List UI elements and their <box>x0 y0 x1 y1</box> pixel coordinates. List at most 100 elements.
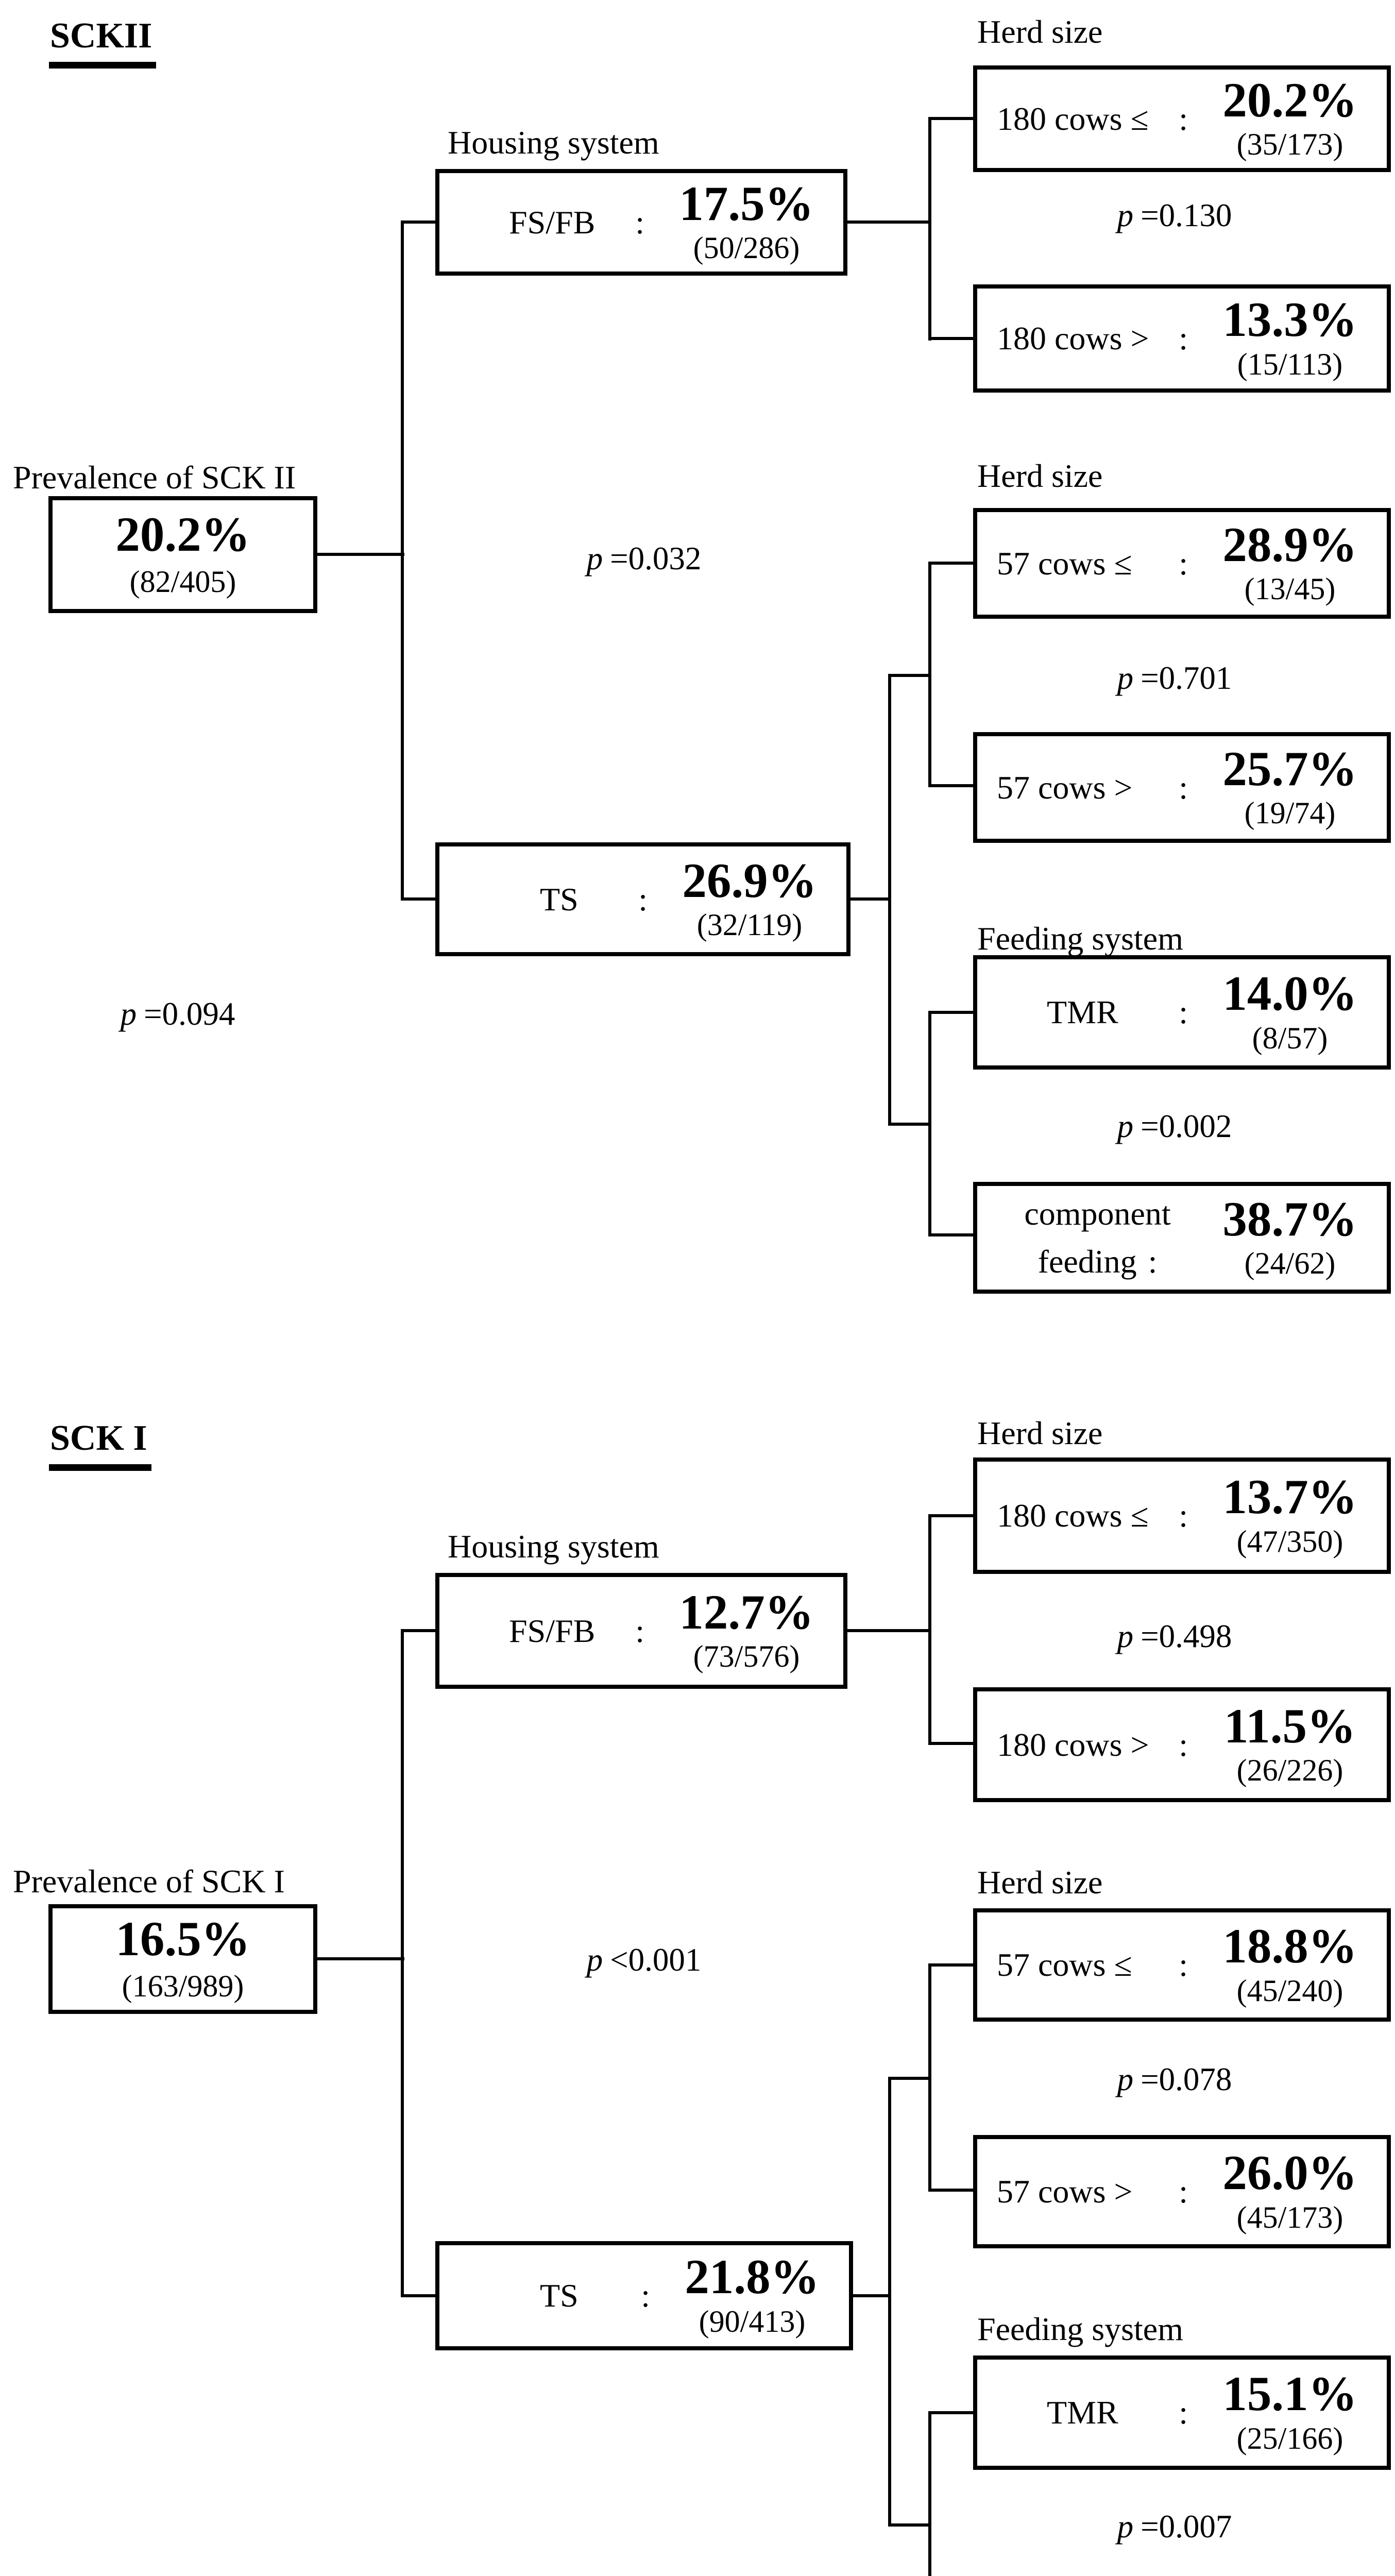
p-symbol: p <box>1117 2509 1134 2545</box>
colon: : <box>1179 545 1188 582</box>
p-symbol: p <box>1117 2061 1134 2097</box>
box-value: 17.5% (50/286) <box>669 176 824 266</box>
colon: : <box>1179 994 1188 1030</box>
fraction-value: (82/405) <box>129 565 236 599</box>
box-label: 57 cows > <box>997 2173 1133 2210</box>
connector-line <box>888 2523 931 2527</box>
box-label: TS <box>540 880 579 918</box>
connector-line <box>847 221 931 224</box>
p-number: =0.032 <box>610 540 702 577</box>
box-value: 26.9% (32/119) <box>672 855 827 943</box>
box-value: 21.8% (90/413) <box>675 2252 829 2340</box>
connector-line <box>847 1629 931 1632</box>
fraction-value: (25/166) <box>1236 2421 1343 2455</box>
colon: : <box>1179 1946 1188 1983</box>
connector-line <box>928 117 973 120</box>
p-value-feeding: p=0.002 <box>1005 1108 1345 1145</box>
p-number: =0.094 <box>144 996 235 1032</box>
p-number: =0.007 <box>1141 2509 1232 2545</box>
box-value: 16.5% (163/989) <box>53 1913 313 2005</box>
percentage-value: 28.9% <box>1222 517 1357 572</box>
connector-line <box>888 674 891 1126</box>
p-value-herd57: p=0.078 <box>1005 2061 1345 2098</box>
fraction-value: (19/74) <box>1244 796 1336 831</box>
herd57-gt-box: 57 cows > : 26.0% (45/173) <box>973 2135 1391 2248</box>
prevalence-label: Prevalence of SCK I <box>13 1863 285 1900</box>
section-title-sck2: SCKII <box>49 15 157 69</box>
connector-line <box>928 2411 973 2414</box>
herd-size-label-mid: Herd size <box>977 457 1103 494</box>
fraction-value: (73/576) <box>693 1639 800 1674</box>
feeding-system-label: Feeding system <box>977 920 1183 957</box>
box-label: 180 cows ≤ <box>997 100 1149 137</box>
box-value: 13.7% (47/350) <box>1213 1472 1367 1560</box>
ts-box: TS : 26.9% (32/119) <box>435 842 850 956</box>
box-label: FS/FB <box>509 1612 596 1649</box>
feeding-system-label: Feeding system <box>977 2311 1183 2347</box>
box-label-line1: component <box>1024 1195 1171 1232</box>
box-value: 38.7% (24/62) <box>1213 1194 1367 1282</box>
herd-size-label-top: Herd size <box>977 1415 1103 1451</box>
p-value-housing: p=0.032 <box>525 540 762 578</box>
p-value-housing: p<0.001 <box>525 1941 762 1979</box>
box-value: 20.2% (82/405) <box>53 509 313 601</box>
box-label: TS <box>540 2277 579 2314</box>
box-label: TMR <box>1047 994 1118 1030</box>
fraction-value: (90/413) <box>699 2304 806 2338</box>
p-value-herd180: p=0.130 <box>1005 197 1345 234</box>
colon: : <box>641 2277 650 2314</box>
p-symbol: p <box>586 1942 603 1978</box>
connector-line <box>888 1123 931 1126</box>
herd57-le-box: 57 cows ≤ : 18.8% (45/240) <box>973 1908 1391 2022</box>
colon: : <box>1148 1243 1158 1280</box>
component-feeding-box: component feeding: 38.7% (24/62) <box>973 1182 1391 1294</box>
connector-line <box>928 1011 973 1014</box>
fraction-value: (50/286) <box>693 231 800 265</box>
percentage-value: 21.8% <box>685 2249 820 2304</box>
p-symbol: p <box>586 540 603 577</box>
connector-line <box>401 1629 435 1632</box>
connector-line <box>853 2294 891 2297</box>
p-value-herd180: p=0.498 <box>1005 1618 1345 1655</box>
fraction-value: (15/113) <box>1237 347 1343 381</box>
connector-line <box>317 1957 404 1960</box>
fraction-value: (45/240) <box>1236 1973 1343 2008</box>
percentage-value: 15.1% <box>1222 2366 1357 2421</box>
box-label: 180 cows > <box>997 1726 1149 1763</box>
connector-line <box>888 674 931 677</box>
box-label: 180 cows > <box>997 320 1149 357</box>
p-value-feeding: p=0.007 <box>1005 2508 1345 2546</box>
box-value: 28.9% (13/45) <box>1213 517 1367 607</box>
box-value: 26.0% (45/173) <box>1213 2148 1367 2235</box>
herd180-le-box: 180 cows ≤ : 20.2% (35/173) <box>973 65 1391 172</box>
p-symbol: p <box>120 996 137 1032</box>
colon: : <box>635 1612 644 1649</box>
colon: : <box>1179 100 1188 137</box>
percentage-value: 20.2% <box>1222 72 1357 127</box>
connector-line <box>850 897 891 901</box>
p-symbol: p <box>1117 1108 1134 1144</box>
herd57-le-box: 57 cows ≤ : 28.9% (13/45) <box>973 508 1391 619</box>
fsfb-box: FS/FB : 12.7% (73/576) <box>435 1573 847 1689</box>
connector-line <box>928 1011 931 1236</box>
prevalence-box: 20.2% (82/405) <box>48 496 317 613</box>
connector-line <box>928 1233 973 1236</box>
percentage-value: 17.5% <box>679 176 814 231</box>
box-value: 12.7% (73/576) <box>669 1587 824 1675</box>
box-value: 13.3% (15/113) <box>1213 295 1367 382</box>
p-symbol: p <box>1117 197 1134 233</box>
box-label: TMR <box>1047 2394 1118 2431</box>
colon: : <box>1179 2173 1188 2210</box>
box-value: 25.7% (19/74) <box>1213 741 1367 832</box>
percentage-value: 25.7% <box>1222 741 1357 796</box>
p-number: =0.498 <box>1141 1618 1232 1654</box>
connector-line <box>928 784 973 787</box>
fraction-value: (163/989) <box>122 1969 244 2004</box>
connector-line <box>928 1514 973 1517</box>
connector-line <box>928 2189 973 2192</box>
connector-line <box>401 221 435 224</box>
connector-line <box>928 337 973 340</box>
connector-line <box>888 2077 891 2527</box>
box-label: 57 cows > <box>997 769 1133 806</box>
fsfb-box: FS/FB : 17.5% (50/286) <box>435 169 847 276</box>
